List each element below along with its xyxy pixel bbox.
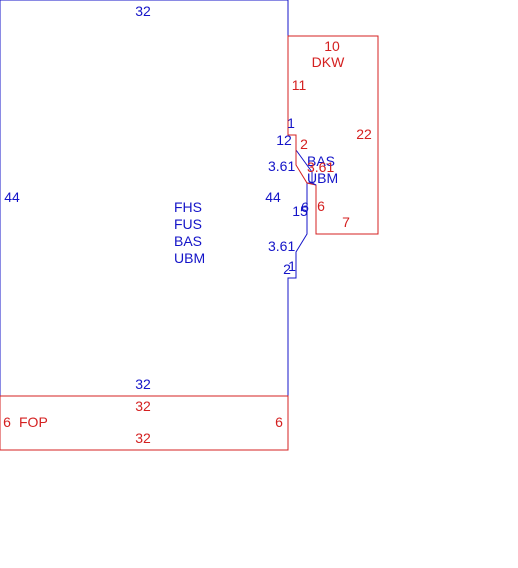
main-code-2: FUS (174, 216, 202, 232)
notch-dim-8: 1 (288, 258, 296, 274)
main-code-4: UBM (174, 250, 205, 266)
addition-code-1: BAS (307, 153, 335, 169)
deck-top-dimension: 10 (324, 38, 340, 54)
porch-right-dimension: 6 (275, 414, 283, 430)
porch-bottom-dimension: 32 (135, 430, 151, 446)
addition-dimension: 3.61 (307, 159, 334, 175)
porch-top-dimension: 32 (135, 398, 151, 414)
notch-dim-5: 6 (301, 199, 309, 215)
addition-outline (311, 172, 317, 186)
porch-left-dimension: 6 (3, 414, 11, 430)
addition-code-2: UBM (307, 170, 338, 186)
main-right-dimension: 44 (265, 189, 281, 205)
deck-outline (287, 35, 379, 235)
deck-bottom-dimension: 7 (342, 214, 350, 230)
notch-dim-1: 1 (287, 115, 295, 131)
notch-dim-4: 15 (292, 203, 308, 219)
main-top-dimension: 32 (135, 3, 151, 19)
porch-code: FOP (19, 414, 48, 430)
notch-dim-6: 3.61 (268, 238, 295, 254)
deck-right-dimension: 22 (356, 126, 372, 142)
main-left-dimension: 44 (4, 189, 20, 205)
notch-dim-7: 2 (283, 261, 291, 277)
main-code-3: BAS (174, 233, 202, 249)
main-bottom-dimension: 32 (135, 376, 151, 392)
deck-code: DKW (312, 54, 345, 70)
deck-inner-top: 11 (292, 77, 307, 93)
notch-dim-3: 3.61 (268, 158, 295, 174)
deck-inner-small: 2 (300, 136, 308, 152)
deck-inner-left: 6 (317, 198, 325, 214)
notch-dim-2: 12 (276, 132, 292, 148)
main-code-1: FHS (174, 199, 202, 215)
porch-outline (0, 395, 289, 451)
